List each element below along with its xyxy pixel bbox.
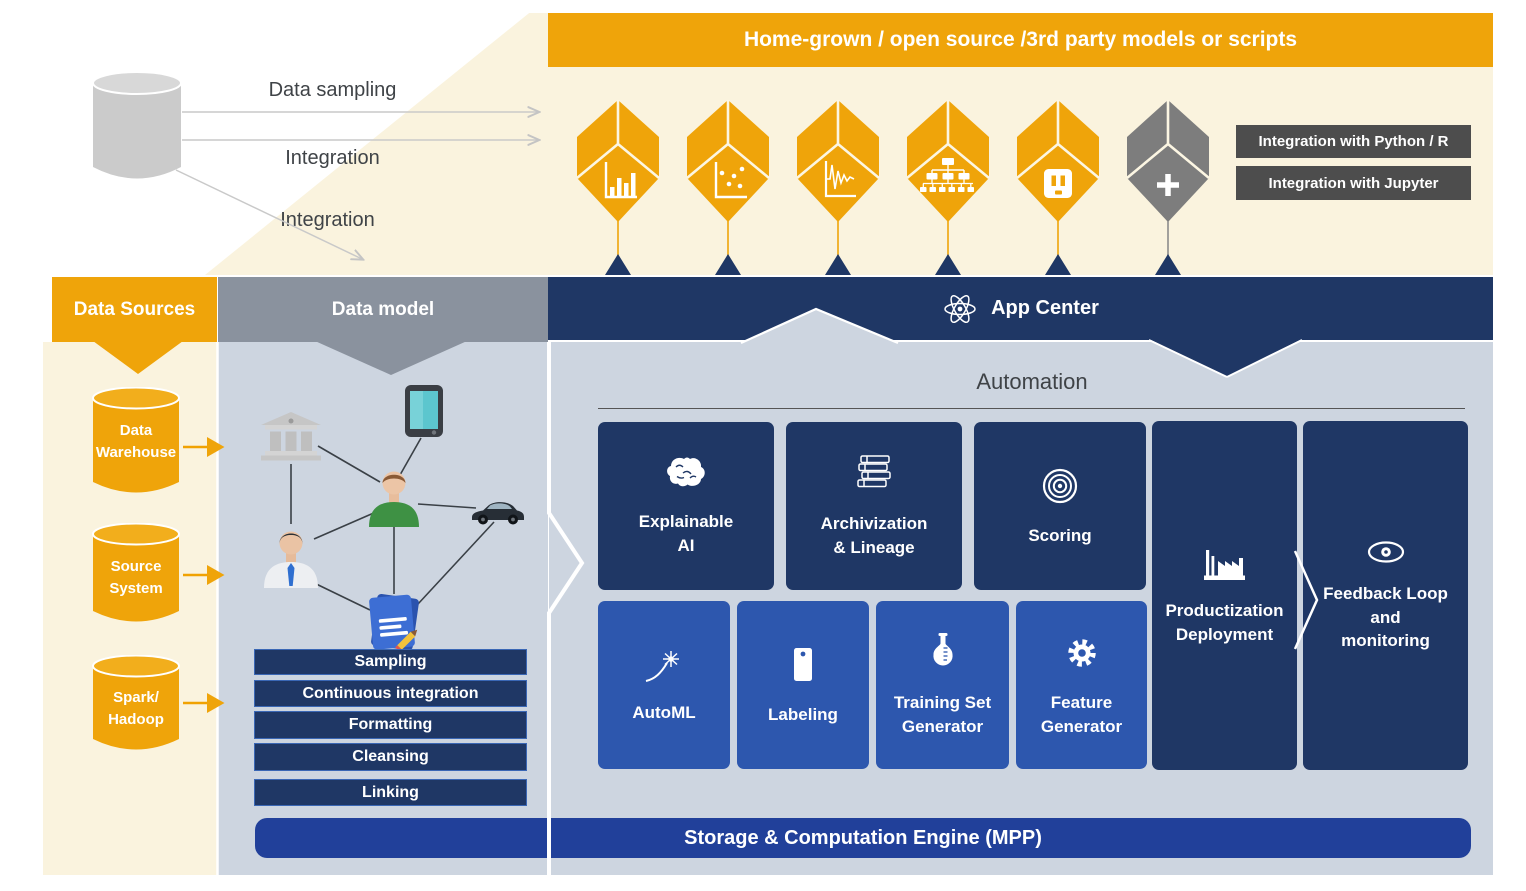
integration-jupyter-button[interactable]: Integration with Jupyter	[1236, 166, 1471, 200]
neuron-icon	[645, 651, 679, 683]
flow-label-integration-1: Integration	[285, 147, 380, 169]
step-formatting: Formatting	[254, 711, 527, 739]
banner-app-center-label: App Center	[991, 297, 1099, 319]
banner-data-sources: Data Sources	[52, 277, 217, 342]
tile-scoring[interactable]: Scoring	[974, 422, 1146, 590]
target-icon	[1042, 468, 1078, 504]
flow-label-data-sampling: Data sampling	[268, 79, 397, 101]
banner-data-sources-label: Data Sources	[73, 298, 196, 320]
power-socket-icon	[1044, 169, 1072, 198]
automation-heading: Automation	[976, 369, 1088, 394]
tile-label: AutoML	[632, 703, 696, 723]
tile-automl[interactable]: AutoML	[598, 601, 730, 769]
step-sampling: Sampling	[254, 649, 527, 675]
tree-hierarchy-icon	[920, 158, 974, 192]
tile-label: Scoring	[1028, 526, 1092, 546]
document-pencil-icon	[369, 593, 419, 652]
model-cube-socket	[1016, 99, 1100, 223]
tag-icon	[794, 648, 812, 682]
banner-app-center: App Center	[548, 277, 1493, 342]
model-cube-tree	[906, 99, 990, 223]
cylinder-data-warehouse-label: Data Warehouse	[95, 422, 177, 461]
integration-python-r-label: Integration with Python / R	[1258, 133, 1449, 150]
cylinder-source-system-label: Source System	[109, 558, 163, 597]
storage-computation-label: Storage & Computation Engine (MPP)	[684, 826, 1042, 849]
brain-icon	[667, 457, 705, 487]
database-cylinder-icon	[92, 70, 182, 192]
top-banner-label: Home-grown / open source /3rd party mode…	[743, 28, 1298, 51]
integration-jupyter-label: Integration with Jupyter	[1268, 174, 1439, 192]
signal-wave-icon	[824, 161, 856, 198]
cylinder-spark-hadoop	[92, 655, 180, 759]
model-cube-signal	[796, 99, 880, 223]
step-linking: Linking	[254, 779, 527, 806]
storage-computation-bar: Storage & Computation Engine (MPP)	[255, 818, 1471, 858]
bar-chart-icon	[604, 162, 637, 199]
step-cleansing: Cleansing	[254, 743, 527, 771]
bank-icon	[261, 412, 321, 461]
factory-icon	[1203, 549, 1245, 580]
tile-label: Archivization& Lineage	[820, 514, 928, 557]
cylinder-data-warehouse	[92, 387, 180, 502]
data-model-graph	[218, 342, 548, 667]
gear-icon	[1067, 639, 1096, 667]
step-continuous-integration: Continuous integration	[254, 680, 527, 707]
model-cube-bar-chart	[576, 99, 660, 223]
tile-labeling[interactable]: Labeling	[737, 601, 869, 769]
banner-data-model-label: Data model	[331, 298, 435, 320]
scatter-plot-icon	[714, 162, 747, 199]
books-stack-icon	[857, 455, 891, 488]
plus-icon	[1157, 174, 1179, 196]
automation-underline	[598, 408, 1465, 409]
integration-python-r-button[interactable]: Integration with Python / R	[1236, 125, 1471, 158]
atom-icon	[944, 294, 976, 323]
cream-wedge	[205, 13, 548, 275]
graph-edges	[290, 437, 495, 611]
tile-label: Labeling	[768, 705, 838, 725]
top-banner: Home-grown / open source /3rd party mode…	[548, 13, 1493, 67]
car-icon	[472, 502, 524, 525]
cylinder-spark-hadoop-label: Spark/ Hadoop	[108, 689, 164, 728]
cylinder-source-system	[92, 523, 180, 631]
tablet-icon	[405, 385, 443, 437]
flow-label-integration-2: Integration	[280, 209, 375, 231]
model-cube-scatter	[686, 99, 770, 223]
eye-icon	[1367, 541, 1404, 563]
person-suit-icon	[264, 531, 318, 588]
model-cube-add	[1126, 99, 1210, 223]
person-green-icon	[369, 471, 419, 527]
tile-archivization-lineage[interactable]: Archivization& Lineage	[786, 422, 962, 590]
flask-icon	[932, 633, 953, 666]
banner-data-model: Data model	[218, 277, 548, 342]
